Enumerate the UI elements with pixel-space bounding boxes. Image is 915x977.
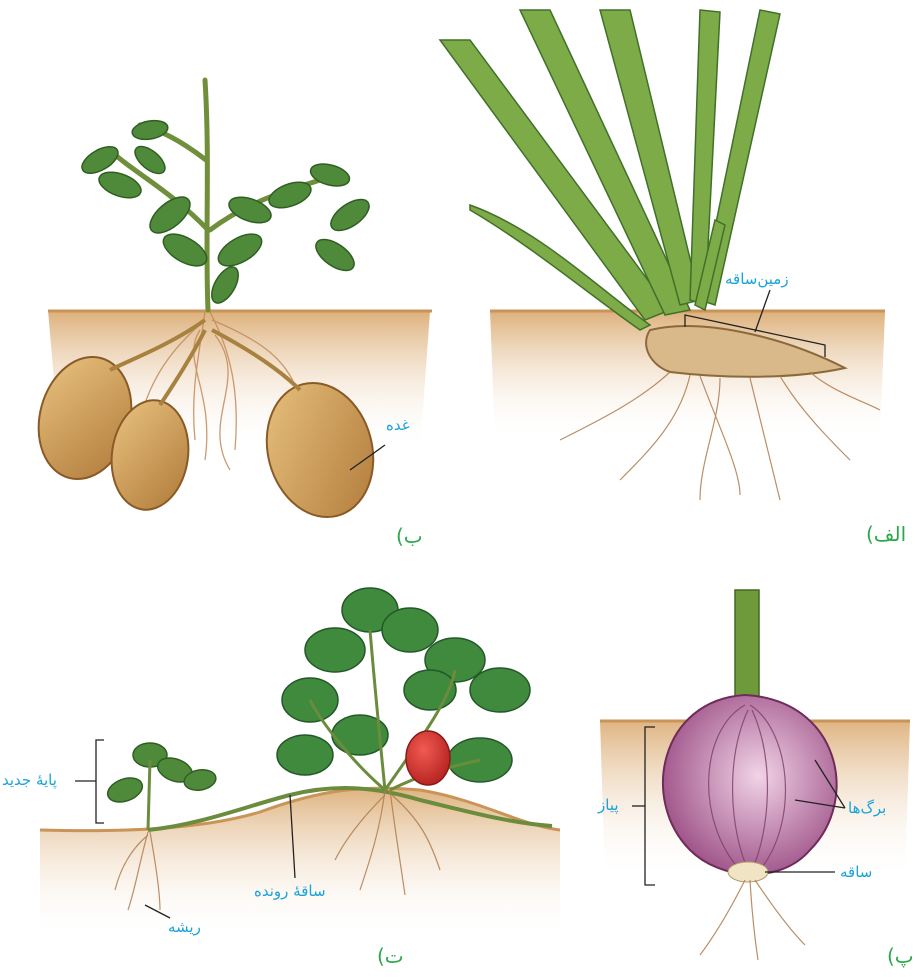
panel-label-alef: الف) — [866, 524, 906, 544]
label-tuber: غده — [386, 418, 410, 433]
panel-label-te: ت) — [377, 946, 404, 966]
label-root: ریشه — [168, 920, 201, 935]
onion-basal-plate — [728, 862, 768, 882]
label-stem: ساقه — [840, 865, 872, 880]
panel-label-be: ب) — [396, 526, 423, 546]
potato-plant-illustration — [25, 80, 432, 529]
potato-leaves — [78, 118, 375, 307]
new-plant — [104, 743, 217, 806]
label-runner: ساقهٔ رونده — [254, 884, 326, 899]
onion-shoot — [735, 590, 759, 700]
strawberry-leaves — [277, 588, 530, 782]
onion-roots — [700, 880, 805, 960]
onion-illustration — [600, 590, 910, 960]
onion-bulb — [663, 695, 837, 874]
rhizome-plant-illustration — [440, 10, 885, 500]
label-leaves: برگ‌ها — [848, 801, 886, 816]
new-plant-bracket — [96, 740, 104, 823]
panel-label-pe: پ) — [887, 946, 914, 966]
strawberry-fruit — [406, 731, 450, 785]
soil-band — [40, 788, 560, 940]
label-rhizome: زمین‌ساقه — [725, 272, 789, 287]
label-new-plant: پایهٔ جدید — [2, 773, 57, 788]
label-onion: پیاز — [598, 798, 619, 813]
